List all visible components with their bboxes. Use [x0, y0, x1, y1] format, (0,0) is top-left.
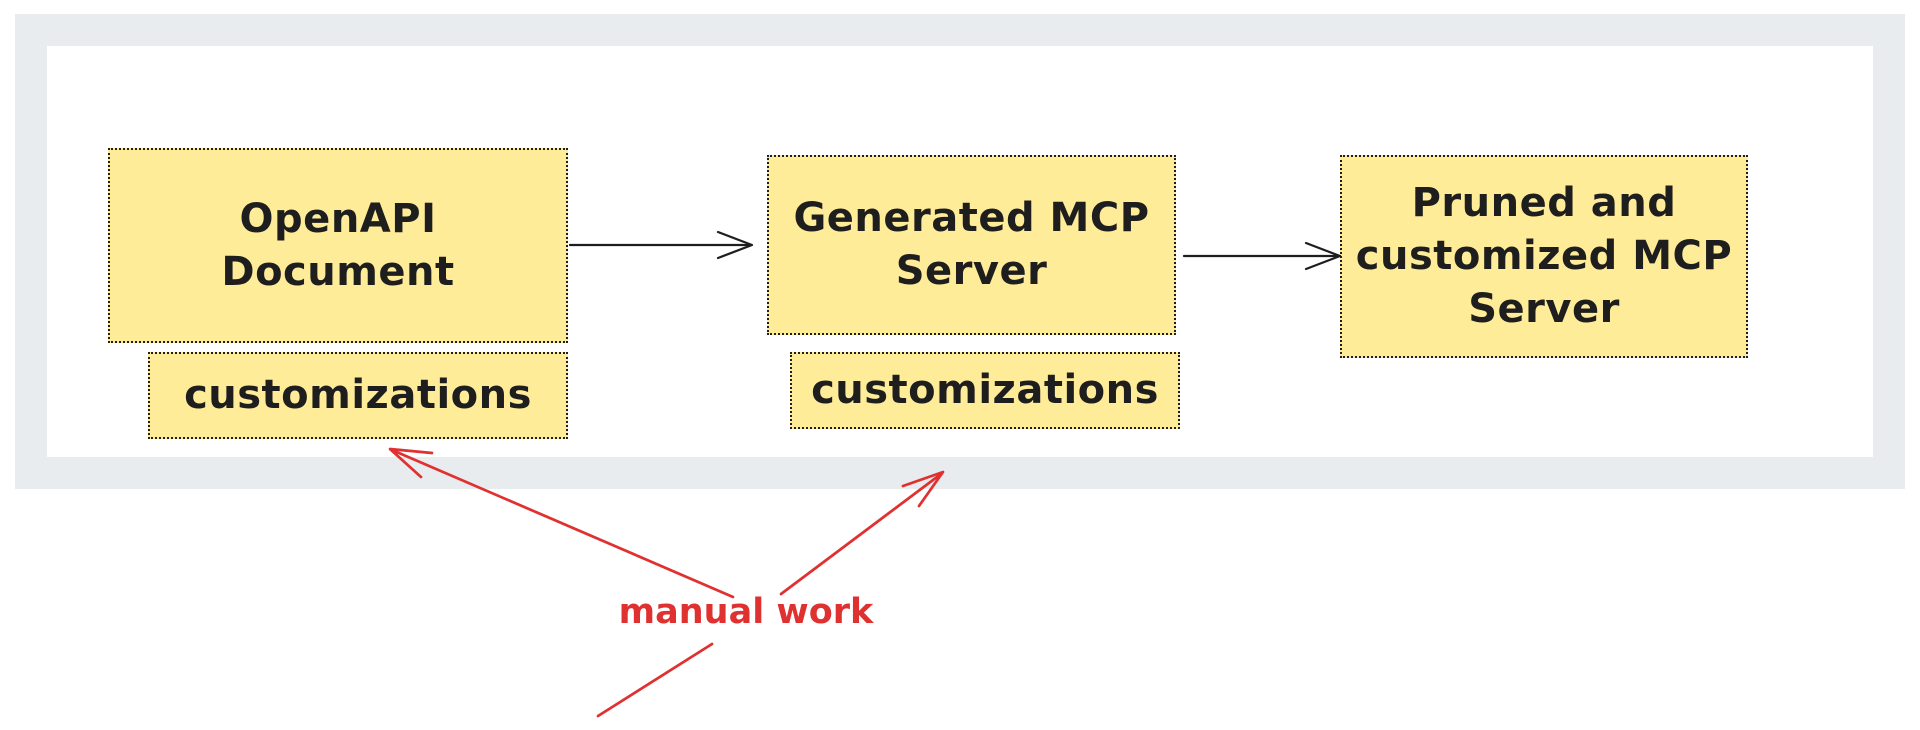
node-label: customizations [811, 367, 1159, 414]
node-customizations-left: customizations [148, 352, 568, 439]
arrow-shaft [779, 472, 943, 596]
node-label: OpenAPI [239, 195, 437, 242]
node-label: Server [895, 248, 1048, 294]
node-label: Pruned and [1411, 180, 1677, 227]
arrow-shaft [596, 642, 714, 718]
node-pruned-mcp-server: Pruned and customized MCP Server [1340, 155, 1748, 358]
node-label: Document [221, 248, 455, 295]
node-label: Generated MCP [793, 195, 1150, 242]
node-customizations-middle: customizations [790, 352, 1180, 429]
node-label: customizations [184, 372, 532, 419]
node-label: Server [1468, 285, 1620, 332]
node-label: customized MCP [1355, 233, 1733, 280]
node-generated-mcp-server: Generated MCP Server [767, 155, 1176, 335]
manual-work-label: manual work [618, 592, 874, 632]
node-openapi-document: OpenAPI Document [108, 148, 568, 343]
